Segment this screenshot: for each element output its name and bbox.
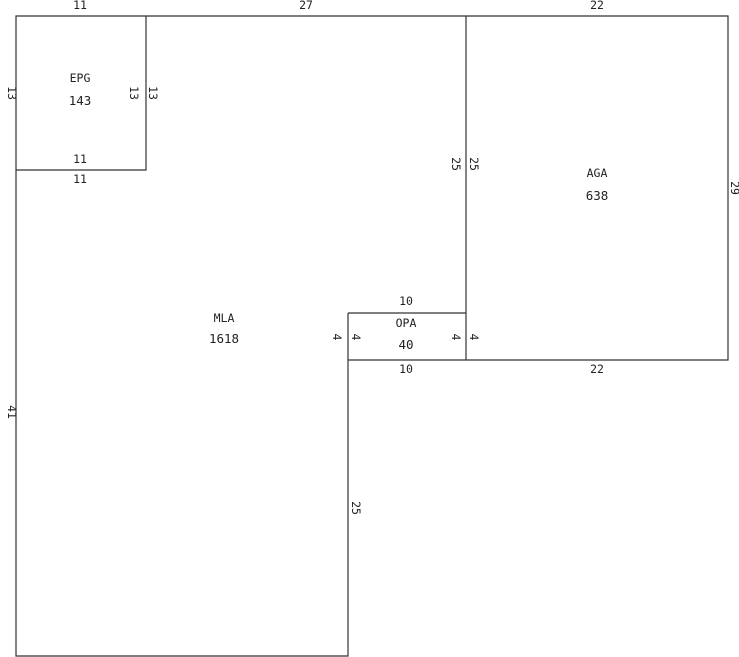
room-area-mla: 1618 <box>209 331 239 346</box>
epg-right-outer-dimension: 13 <box>146 86 160 100</box>
room-code-epg: EPG <box>70 71 91 85</box>
aga-left-step-dimension: 4 <box>467 334 481 341</box>
room-code-mla: MLA <box>214 311 235 325</box>
room-epg[interactable]: EPG 143 11 11 11 13 13 13 <box>5 0 160 186</box>
epg-bottom-outer-dimension: 11 <box>73 172 87 186</box>
room-opa[interactable]: OPA 40 10 10 4 4 <box>349 294 463 376</box>
mla-right-step-dimension: 4 <box>330 334 344 341</box>
aga-top-dimension: 22 <box>590 0 604 12</box>
opa-top-dimension: 10 <box>399 294 413 308</box>
opa-bottom-dimension: 10 <box>399 362 413 376</box>
room-area-epg: 143 <box>69 93 92 108</box>
mla-top-dimension: 27 <box>299 0 313 12</box>
opa-right-dimension: 4 <box>449 334 463 341</box>
mla-left-dimension: 41 <box>5 405 19 419</box>
epg-right-inner-dimension: 13 <box>127 86 141 100</box>
room-area-opa: 40 <box>398 337 413 352</box>
room-code-opa: OPA <box>396 316 417 330</box>
room-outlines <box>15 15 729 657</box>
aga-right-dimension: 29 <box>728 181 739 195</box>
aga-left-outer-dimension: 25 <box>449 157 463 171</box>
mla-right-lower-dimension: 25 <box>349 501 363 515</box>
outer-boundary <box>15 15 729 657</box>
epg-left-dimension: 13 <box>5 86 19 100</box>
aga-bottom-dimension: 22 <box>590 362 604 376</box>
opa-left-dimension: 4 <box>349 334 363 341</box>
aga-left-inner-dimension: 25 <box>467 157 481 171</box>
epg-outline <box>16 16 147 171</box>
room-aga[interactable]: AGA 638 22 22 25 25 4 29 <box>449 0 739 376</box>
epg-top-dimension: 11 <box>73 0 87 12</box>
opa-outline <box>347 312 466 360</box>
room-area-aga: 638 <box>586 188 609 203</box>
room-mla[interactable]: MLA 1618 27 41 25 4 <box>5 0 363 515</box>
room-code-aga: AGA <box>587 166 608 180</box>
epg-bottom-inner-dimension: 11 <box>73 152 87 166</box>
